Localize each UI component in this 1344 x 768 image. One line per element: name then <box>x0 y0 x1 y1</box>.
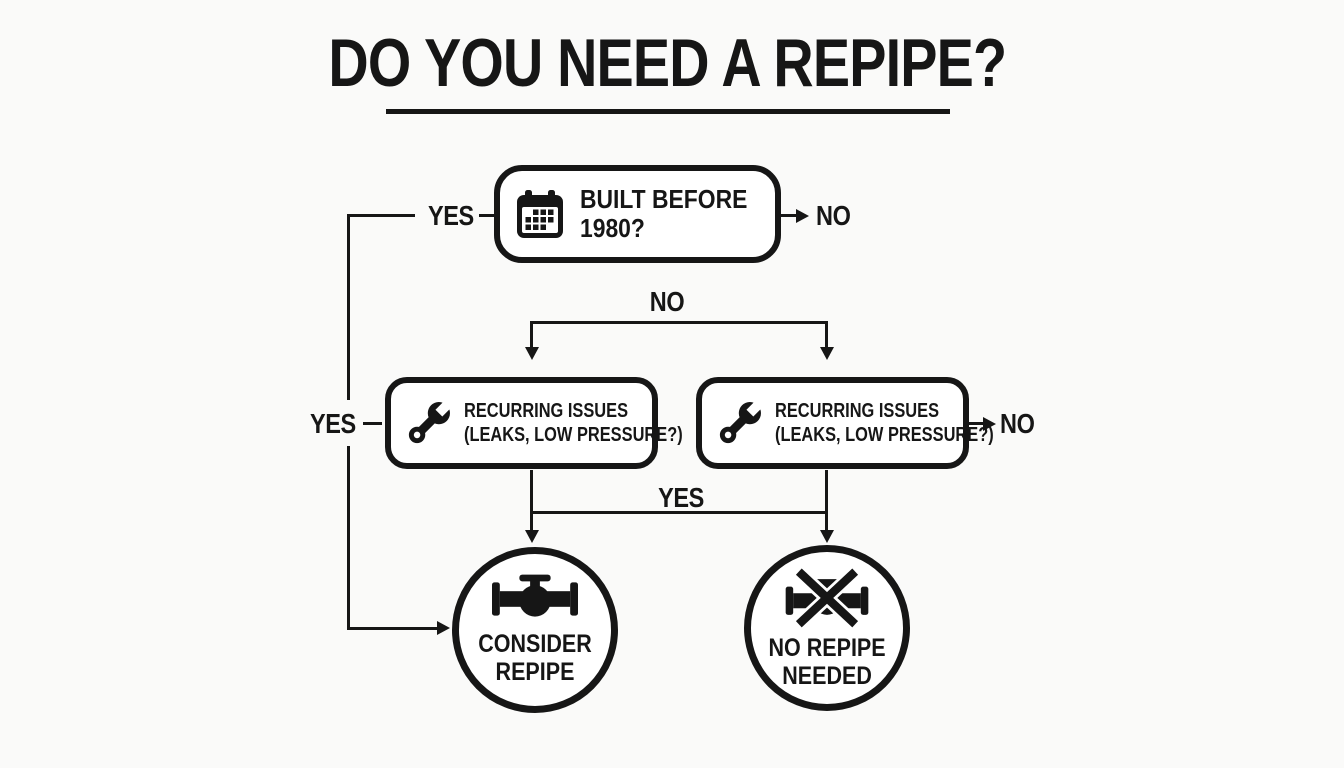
valve-icon <box>492 574 578 624</box>
edge-label-yes-top: YES <box>428 200 474 231</box>
edge-yes-rail-bottom-horizontal <box>347 627 438 630</box>
arrowhead-into-consider-circle <box>437 621 450 635</box>
valve-crossed-icon <box>782 566 872 628</box>
node-consider-repipe: CONSIDER REPIPE <box>452 547 618 713</box>
edge-split-right-vertical <box>825 321 828 348</box>
node-built-before-label: BUILT BEFORE 1980? <box>580 185 747 243</box>
node-built-before-line2: 1980? <box>580 213 645 243</box>
edge-label-yes-merge: YES <box>658 482 704 513</box>
edge-no-right-line <box>969 422 985 425</box>
node-built-before-1980: BUILT BEFORE 1980? <box>494 165 781 263</box>
edge-label-no-right: NO <box>1000 408 1035 439</box>
arrowhead-into-consider-circle-top <box>524 530 539 543</box>
arrowhead-into-no-repipe-circle-top <box>819 530 834 543</box>
node-recurring-right-line1: RECURRING ISSUES <box>775 400 940 422</box>
edge-merge-horizontal <box>530 511 828 514</box>
node-no-repipe-label: NO REPIPE NEEDED <box>768 634 885 690</box>
node-no-repipe-line1: NO REPIPE <box>768 634 886 662</box>
edge-merge-right-vertical <box>825 470 828 532</box>
node-consider-repipe-line2: REPIPE <box>495 658 575 686</box>
node-no-repipe-line2: NEEDED <box>782 662 872 690</box>
edge-merge-left-vertical <box>530 470 533 532</box>
node-recurring-left-label: RECURRING ISSUES (LEAKS, LOW PRESSURE?) <box>464 399 683 447</box>
node-recurring-right-label: RECURRING ISSUES (LEAKS, LOW PRESSURE?) <box>775 399 994 447</box>
edge-yes-mid-dash <box>363 422 382 425</box>
edge-yes-rail-lower <box>347 446 350 630</box>
title-underline <box>386 109 950 114</box>
node-no-repipe-needed: NO REPIPE NEEDED <box>744 545 910 711</box>
edge-yes-rail-upper <box>347 214 350 400</box>
calendar-icon <box>517 189 563 239</box>
arrowhead-into-left-box <box>524 347 539 360</box>
wrench-icon <box>402 395 456 451</box>
page-title-text: DO YOU NEED A REPIPE? <box>328 25 1007 101</box>
edge-yes-top-horizontal <box>347 214 415 217</box>
wrench-icon <box>713 395 767 451</box>
page-title: DO YOU NEED A REPIPE? <box>0 25 1334 101</box>
node-consider-repipe-line1: CONSIDER <box>478 630 592 658</box>
edge-split-horizontal <box>530 321 827 324</box>
edge-label-no-top: NO <box>816 200 851 231</box>
arrowhead-no-right <box>983 416 996 431</box>
edge-label-no-split: NO <box>649 286 685 317</box>
node-consider-repipe-label: CONSIDER REPIPE <box>478 630 591 686</box>
node-recurring-left-line2: (LEAKS, LOW PRESSURE?) <box>464 424 683 446</box>
arrowhead-into-right-box <box>819 347 834 360</box>
node-recurring-right-line2: (LEAKS, LOW PRESSURE?) <box>775 424 994 446</box>
edge-split-left-vertical <box>530 321 533 348</box>
node-recurring-issues-left: RECURRING ISSUES (LEAKS, LOW PRESSURE?) <box>385 377 683 469</box>
edge-label-yes-mid: YES <box>310 408 356 439</box>
arrowhead-no-top <box>796 208 809 223</box>
node-recurring-left-line1: RECURRING ISSUES <box>464 400 629 422</box>
edge-no-top-line <box>781 214 798 217</box>
node-built-before-line1: BUILT BEFORE <box>580 184 748 214</box>
edge-yes-top-dash <box>479 214 495 217</box>
node-recurring-issues-right: RECURRING ISSUES (LEAKS, LOW PRESSURE?) <box>696 377 994 469</box>
